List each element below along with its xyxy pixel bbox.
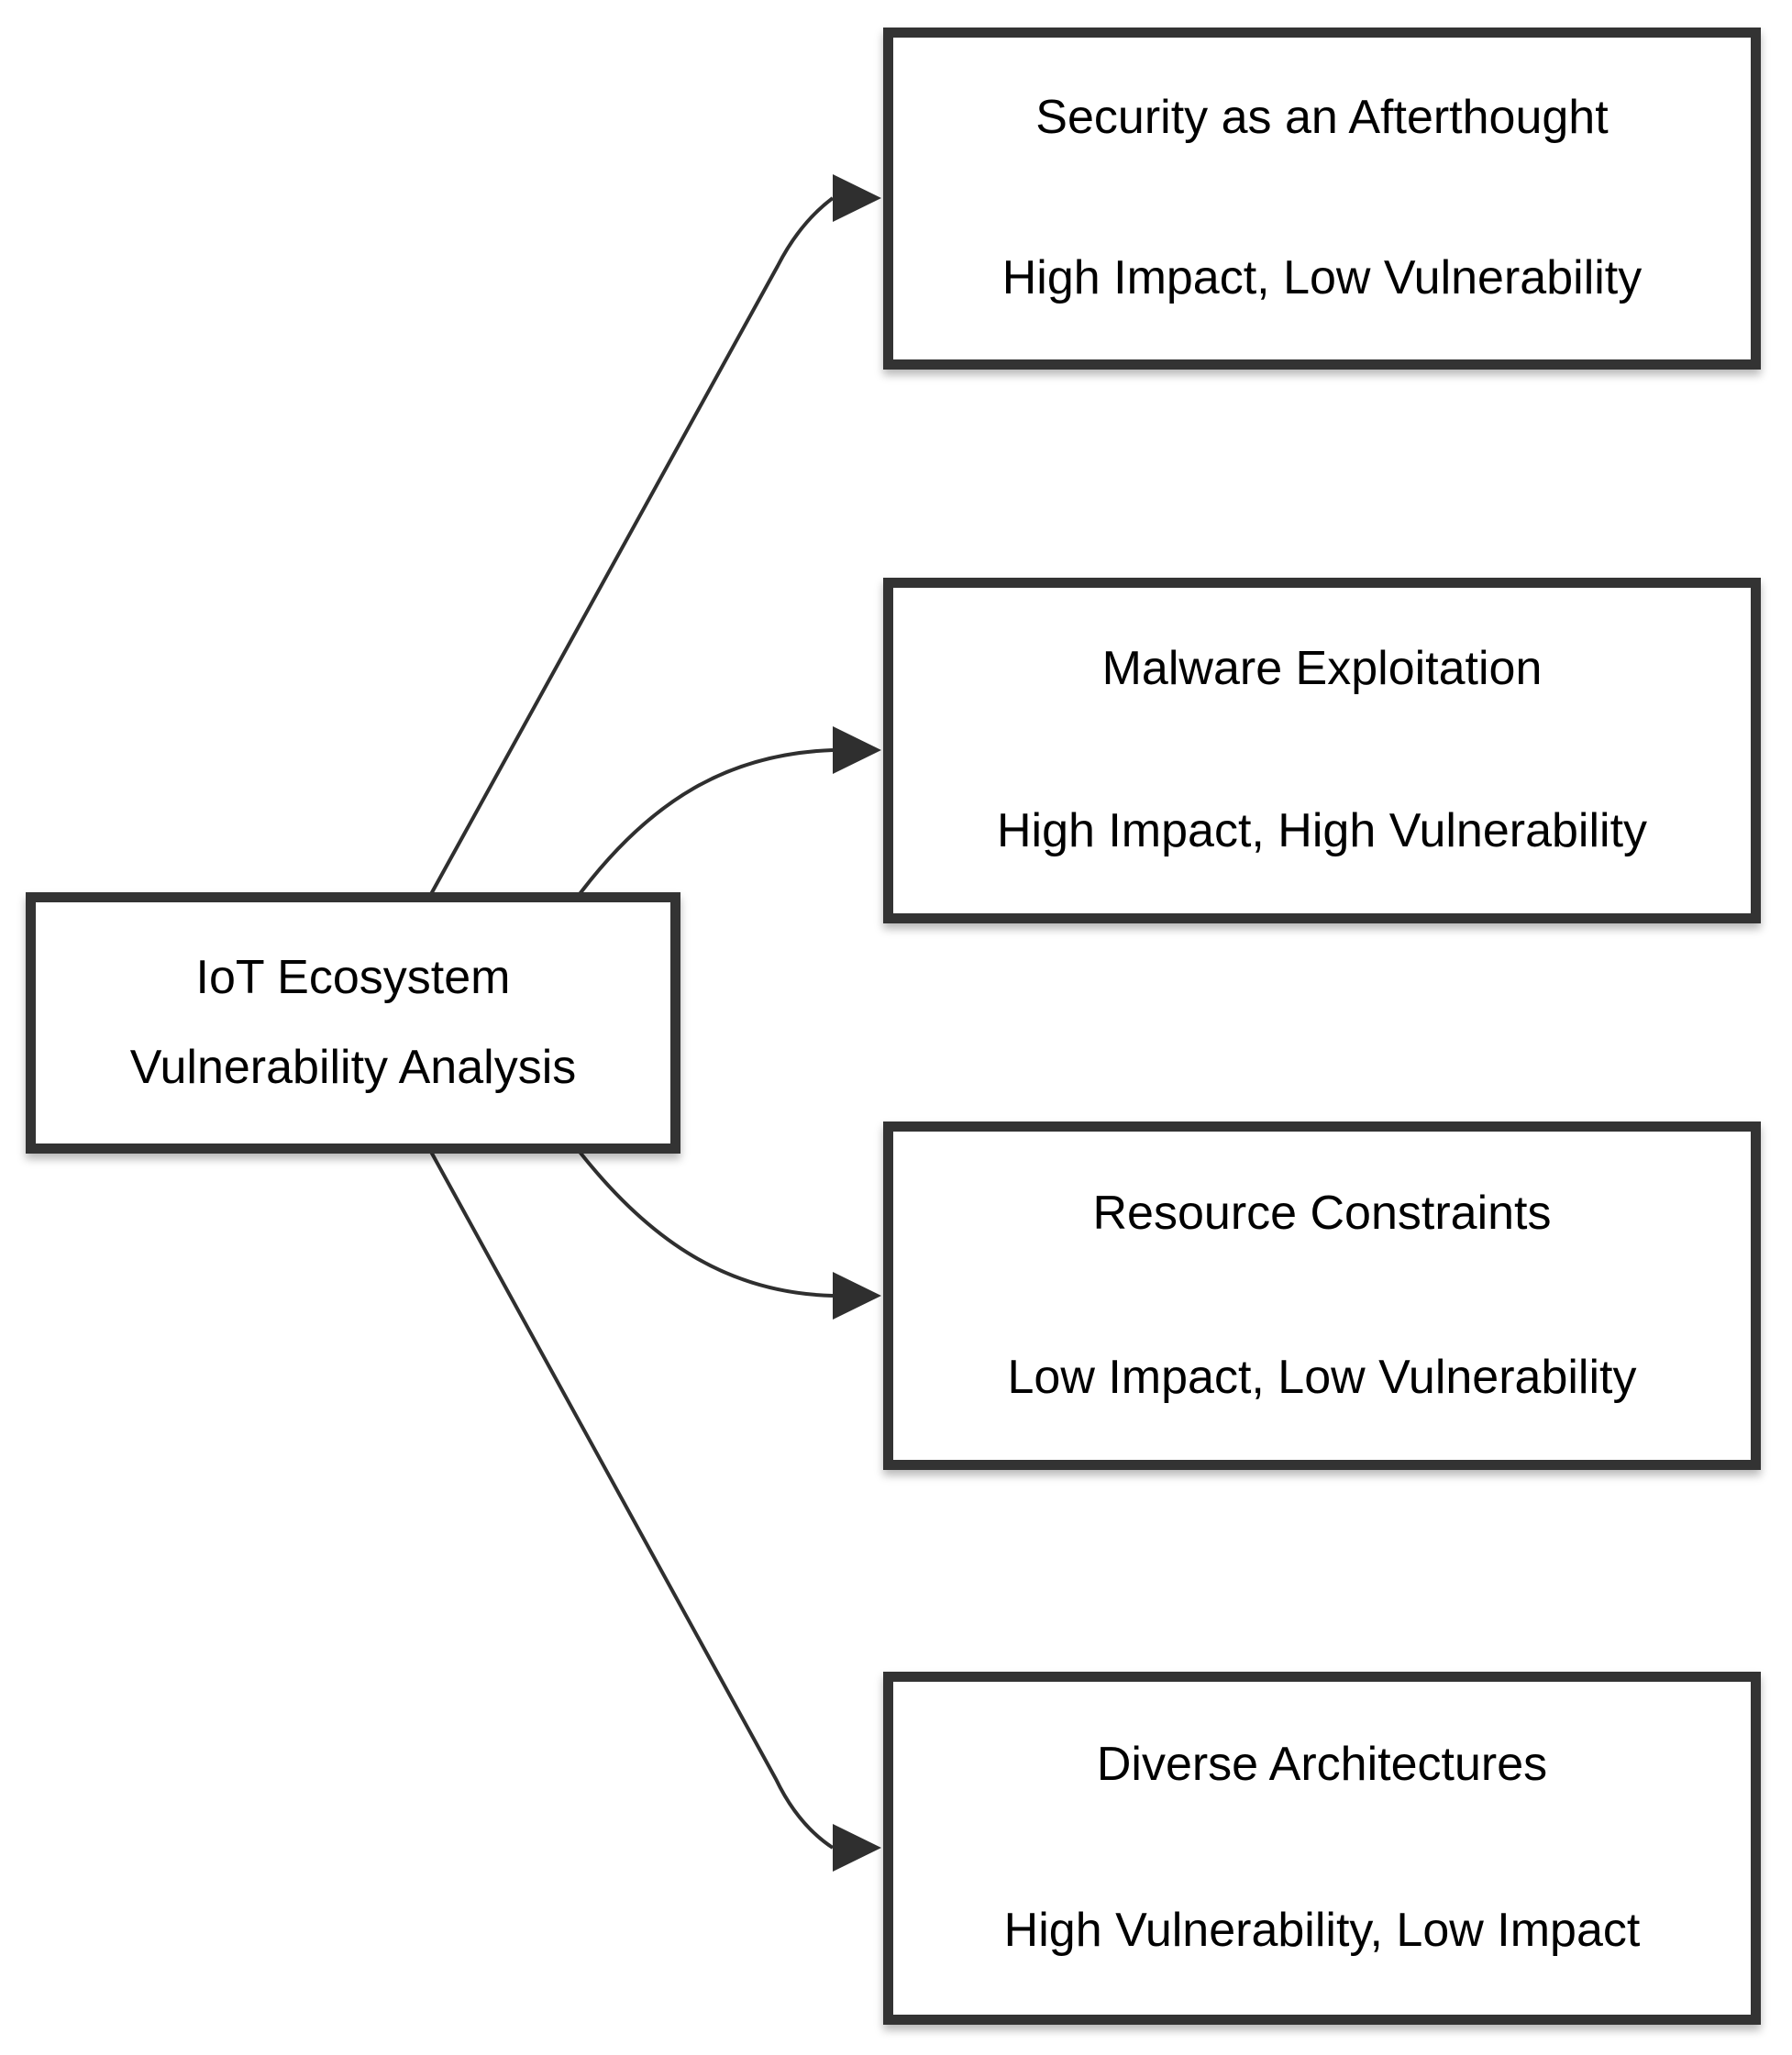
center-node-label-line1: IoT Ecosystem <box>195 950 511 1004</box>
node-security-as-an-afterthought: Security as an Afterthought High Impact,… <box>883 28 1761 370</box>
arrow-line <box>429 196 835 895</box>
node-resource-constraints: Resource Constraints Low Impact, Low Vul… <box>883 1121 1761 1470</box>
node-malware-exploitation: Malware Exploitation High Impact, High V… <box>883 578 1761 923</box>
arrow-to-malware-exploitation <box>578 726 881 896</box>
arrow-to-resource-constraints <box>578 1150 881 1320</box>
center-node-label-line2: Vulnerability Analysis <box>129 1040 577 1094</box>
node-subtitle: Low Impact, Low Vulnerability <box>1007 1350 1637 1404</box>
node-title: Security as an Afterthought <box>1035 90 1609 144</box>
center-node-iot-ecosystem-vulnerability-analysis: IoT Ecosystem Vulnerability Analysis <box>26 892 680 1154</box>
arrow-line <box>429 1151 835 1850</box>
node-subtitle: High Impact, Low Vulnerability <box>1001 251 1643 305</box>
node-diverse-architectures: Diverse Architectures High Vulnerability… <box>883 1672 1761 2025</box>
node-title: Resource Constraints <box>1092 1186 1552 1240</box>
arrow-head <box>833 1272 881 1320</box>
node-subtitle: High Vulnerability, Low Impact <box>1003 1904 1641 1958</box>
node-title: Malware Exploitation <box>1101 641 1543 695</box>
arrow-head <box>833 174 881 222</box>
arrow-to-security-as-an-afterthought <box>429 174 881 895</box>
node-title: Diverse Architectures <box>1096 1737 1548 1791</box>
arrow-head <box>833 726 881 774</box>
arrow-line <box>578 748 834 896</box>
arrow-to-diverse-architectures <box>429 1151 881 1872</box>
arrow-head <box>833 1824 881 1872</box>
node-subtitle: High Impact, High Vulnerability <box>996 804 1648 858</box>
arrow-line <box>578 1150 834 1298</box>
